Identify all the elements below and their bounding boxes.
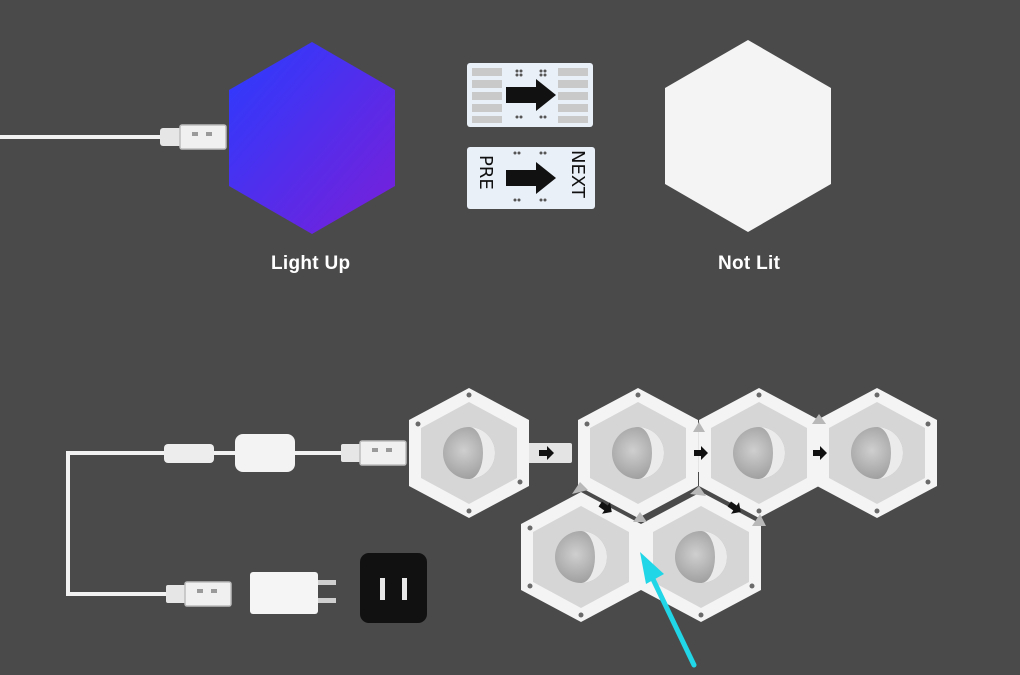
board-next-text: NEXT	[567, 150, 588, 199]
cable-end-plug	[164, 444, 214, 463]
connector-board-back: PRE NEXT	[467, 147, 595, 209]
connector-board-front	[467, 63, 593, 127]
unlit-hexagon-panel	[665, 40, 831, 232]
top-usb-cable	[0, 124, 227, 150]
caption-not-lit: Not Lit	[718, 253, 781, 274]
usb-plug-icon	[179, 124, 227, 150]
inline-controller	[235, 434, 295, 472]
wall-socket-icon	[360, 553, 427, 623]
board-pre-text: PRE	[475, 155, 496, 190]
hex-panel-assembly	[409, 388, 937, 622]
arrow-right-icon	[506, 162, 556, 194]
caption-light-up: Light Up	[271, 253, 351, 274]
lit-hexagon-panel	[229, 42, 395, 234]
arrow-right-icon	[813, 446, 827, 460]
usb-plug-icon	[166, 581, 232, 607]
power-adapter-icon	[250, 572, 336, 614]
power-wiring	[66, 451, 345, 596]
usb-plug-icon	[341, 440, 407, 466]
arrow-right-icon	[694, 446, 708, 460]
arrow-right-icon	[539, 446, 554, 460]
arrow-right-icon	[598, 501, 612, 514]
arrow-right-icon	[727, 501, 741, 514]
pointer-arrow-icon	[640, 552, 697, 668]
arrow-right-icon	[506, 79, 556, 111]
